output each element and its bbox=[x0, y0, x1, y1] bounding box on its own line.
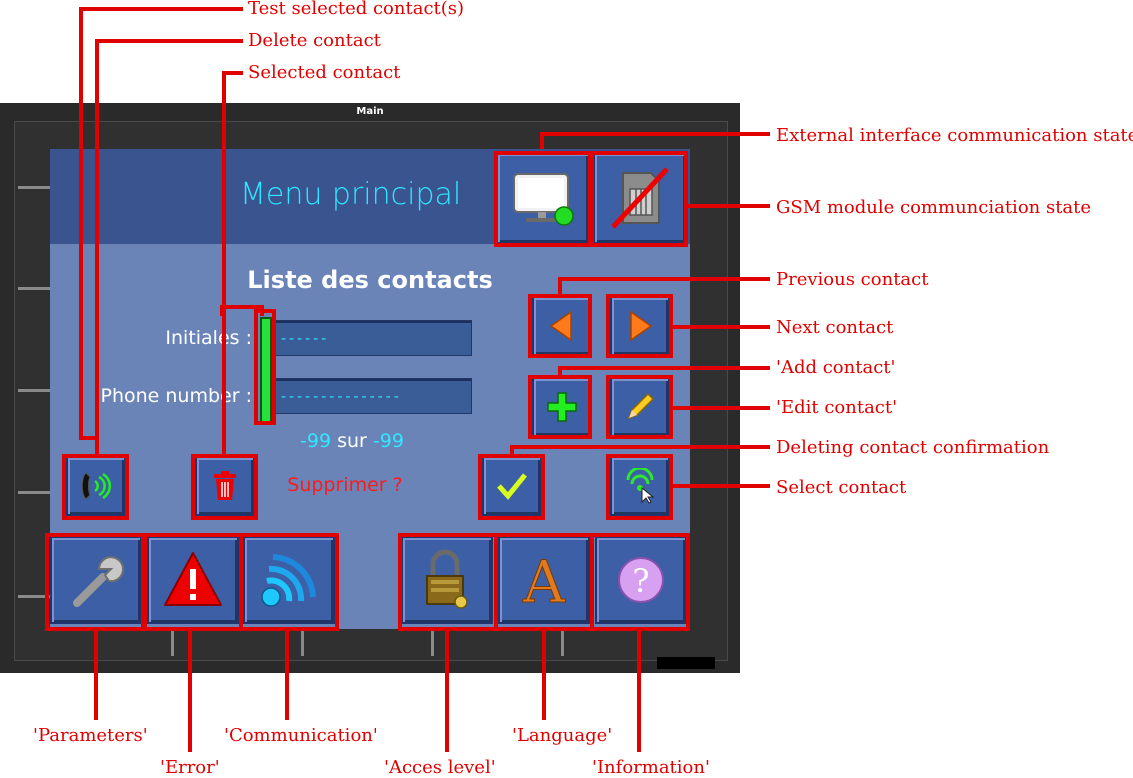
annotation-test-selected: Test selected contact(s) bbox=[248, 0, 465, 19]
wrench-icon bbox=[73, 556, 124, 607]
svg-text:?: ? bbox=[632, 562, 649, 600]
hmi-screen: Menu principal Liste des contacts Initia… bbox=[50, 149, 690, 629]
initials-label: Initiales : bbox=[165, 327, 252, 349]
counter-separator: sur bbox=[337, 430, 367, 452]
communication-button[interactable] bbox=[243, 536, 335, 624]
checkmark-icon bbox=[497, 473, 527, 500]
highlight-box bbox=[606, 294, 673, 358]
annotation-add-contact: 'Add contact' bbox=[776, 357, 896, 378]
information-button[interactable]: ? bbox=[595, 536, 687, 624]
current-contact-number: -99 bbox=[300, 430, 332, 452]
highlight-box bbox=[528, 294, 592, 358]
bezel-tick bbox=[431, 630, 434, 656]
highlight-box bbox=[191, 454, 258, 520]
bezel-tick bbox=[18, 287, 50, 290]
highlight-box bbox=[606, 454, 673, 520]
window-title: Main bbox=[356, 106, 384, 117]
highlight-box bbox=[590, 533, 690, 631]
edit-contact-button[interactable] bbox=[610, 377, 670, 437]
status-strip bbox=[657, 657, 715, 669]
delete-confirmation-prompt: Supprimer ? bbox=[287, 474, 403, 496]
total-contact-number: -99 bbox=[372, 430, 404, 452]
pencil-icon bbox=[627, 392, 655, 420]
highlight-box bbox=[45, 533, 145, 631]
page-title: Menu principal bbox=[240, 177, 462, 212]
bezel-tick bbox=[18, 389, 50, 392]
annotation-selected-contact: Selected contact bbox=[248, 62, 401, 83]
phone-ring-icon bbox=[81, 472, 112, 500]
delete-contact-button[interactable] bbox=[195, 456, 255, 516]
initials-field[interactable]: ------ bbox=[272, 320, 472, 356]
trash-icon bbox=[214, 471, 236, 500]
highlight-box bbox=[590, 151, 688, 247]
access-level-button[interactable] bbox=[401, 536, 493, 624]
test-contacts-button[interactable] bbox=[66, 456, 126, 516]
highlight-box bbox=[398, 533, 498, 631]
bezel-tick bbox=[18, 595, 50, 598]
highlight-box bbox=[494, 151, 592, 247]
bezel-tick bbox=[561, 630, 564, 656]
annotation-information: 'Information' bbox=[592, 757, 710, 778]
annotation-gsm-state: GSM module communciation state bbox=[776, 197, 1092, 218]
highlight-box bbox=[528, 375, 592, 439]
arrow-left-icon bbox=[549, 310, 572, 342]
annotation-parameters: 'Parameters' bbox=[33, 725, 148, 746]
signal-cursor-icon bbox=[626, 468, 655, 504]
padlock-icon bbox=[426, 549, 468, 609]
monitor-icon bbox=[513, 173, 574, 226]
contacts-list-title: Liste des contacts bbox=[247, 266, 493, 294]
annotation-previous-contact: Previous contact bbox=[776, 269, 929, 290]
highlight-box bbox=[606, 375, 673, 439]
annotation-error: 'Error' bbox=[160, 757, 220, 778]
annotation-access-level: 'Acces level' bbox=[384, 757, 496, 778]
highlight-box bbox=[143, 533, 243, 631]
sim-card-icon bbox=[611, 167, 669, 229]
annotation-delete-contact: Delete contact bbox=[248, 30, 381, 51]
bezel-tick bbox=[18, 186, 50, 189]
question-icon: ? bbox=[618, 557, 664, 603]
bezel-tick bbox=[171, 630, 174, 656]
annotation-communication: 'Communication' bbox=[224, 725, 378, 746]
select-contact-button[interactable] bbox=[610, 456, 670, 516]
annotation-external-interface: External interface communication state bbox=[776, 125, 1133, 146]
error-button[interactable] bbox=[147, 536, 239, 624]
signal-waves-icon bbox=[261, 554, 316, 607]
annotation-edit-contact: 'Edit contact' bbox=[776, 397, 898, 418]
phone-number-field[interactable]: --------------- bbox=[272, 378, 472, 414]
highlight-box bbox=[62, 454, 129, 520]
contact-counter: -99 sur -99 bbox=[300, 430, 404, 452]
arrow-right-icon bbox=[630, 310, 653, 342]
previous-contact-button[interactable] bbox=[532, 296, 592, 356]
highlight-box bbox=[478, 454, 545, 520]
annotation-select-contact: Select contact bbox=[776, 477, 907, 498]
phone-number-label: Phone number : bbox=[100, 385, 253, 407]
warning-icon bbox=[164, 552, 222, 606]
highlight-box bbox=[494, 533, 594, 631]
highlight-box bbox=[239, 533, 339, 631]
letter-a-icon: A bbox=[522, 548, 567, 612]
annotation-language: 'Language' bbox=[512, 725, 613, 746]
language-button[interactable]: A bbox=[498, 536, 590, 624]
plus-icon bbox=[547, 392, 577, 422]
bezel-tick bbox=[18, 491, 50, 494]
highlight-box bbox=[254, 309, 276, 425]
annotation-next-contact: Next contact bbox=[776, 317, 894, 338]
bezel-tick bbox=[301, 630, 304, 656]
annotation-delete-confirmation: Deleting contact confirmation bbox=[776, 437, 1050, 458]
svg-text:A: A bbox=[522, 548, 566, 612]
